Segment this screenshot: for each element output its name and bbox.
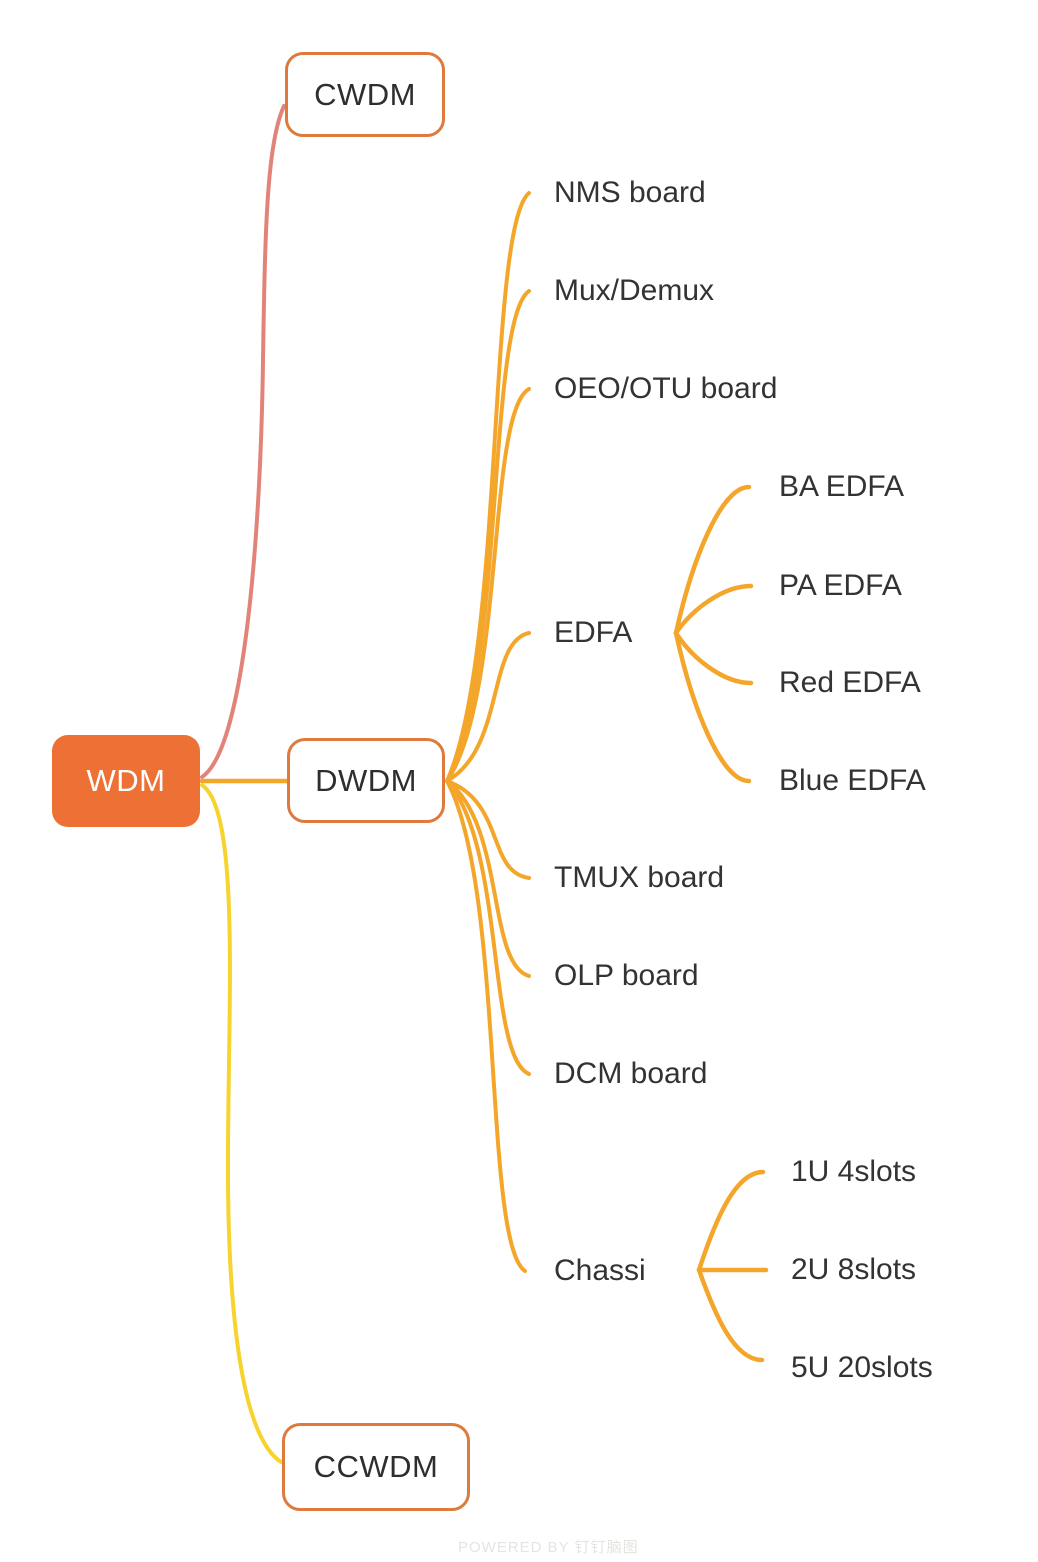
branch-line — [445, 289, 531, 783]
branch-line — [445, 779, 531, 978]
branch-line — [673, 630, 754, 686]
mindmap-node-ba-edfa[interactable]: BA EDFA — [779, 470, 905, 503]
branch-line — [673, 583, 754, 636]
branch-line — [445, 779, 531, 1076]
branch-line — [445, 779, 531, 880]
branch-line — [696, 1169, 766, 1273]
mindmap-node-1u-4slots[interactable]: 1U 4slots — [791, 1155, 917, 1188]
branch-line — [696, 1267, 765, 1363]
mindmap-node-olp-board[interactable]: OLP board — [554, 959, 699, 992]
mindmap-node-ccwdm[interactable]: CCWDM — [282, 1423, 470, 1511]
mindmap-node-dwdm[interactable]: DWDM — [287, 738, 445, 823]
branch-line — [445, 387, 531, 783]
branch-line — [673, 484, 752, 636]
mindmap-node-nms-board[interactable]: NMS board — [554, 176, 706, 209]
mindmap-node-2u-8slots[interactable]: 2U 8slots — [791, 1253, 917, 1286]
powered-by-watermark: POWERED BY 钉钉脑图 — [458, 1539, 639, 1556]
mindmap-node-tmux-board[interactable]: TMUX board — [554, 861, 725, 894]
branch-line — [200, 783, 283, 1464]
branch-line — [445, 191, 531, 783]
mindmap-node-edfa[interactable]: EDFA — [554, 616, 633, 649]
branch-line — [673, 630, 752, 784]
branch-line — [445, 779, 527, 1273]
mindmap-node-chassi[interactable]: Chassi — [554, 1254, 646, 1287]
mindmap-root-node-wdm[interactable]: WDM — [52, 735, 200, 827]
mindmap-node-red-edfa[interactable]: Red EDFA — [779, 666, 921, 699]
mindmap-node-blue-edfa[interactable]: Blue EDFA — [779, 764, 926, 797]
mindmap-node-5u-20slots[interactable]: 5U 20slots — [791, 1351, 933, 1384]
mindmap-node-dcm-board[interactable]: DCM board — [554, 1057, 708, 1090]
mindmap-node-oeo-otu-board[interactable]: OEO/OTU board — [554, 372, 778, 405]
mindmap-node-mux-demux[interactable]: Mux/Demux — [554, 274, 715, 307]
mindmap-node-cwdm[interactable]: CWDM — [285, 52, 445, 137]
mindmap-node-pa-edfa[interactable]: PA EDFA — [779, 569, 902, 602]
branch-line — [445, 631, 531, 783]
branch-line — [200, 104, 286, 779]
